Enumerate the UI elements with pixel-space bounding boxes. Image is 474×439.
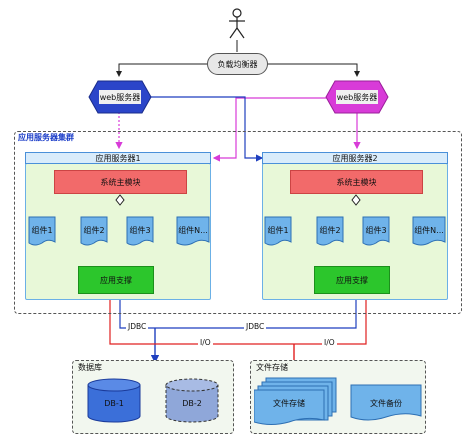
file-storage-primary-label: 文件存储 [273,398,305,408]
app-server-1-support: 应用支撑 [78,266,154,294]
document-shape [362,216,390,246]
database-cylinder-icon [87,378,141,423]
app-server-2-header: 应用服务器2 [262,152,448,164]
file-backup-icon [350,384,422,421]
db-1-label: DB-1 [104,398,124,408]
document-shape [316,216,344,246]
app-server-2-component-3: 组件3 [365,225,387,235]
web-server-left-shape [88,80,152,114]
app-server-1-main-module: 系统主模块 [54,170,187,194]
document-shape [176,216,210,246]
io-label-right: I/O [322,338,337,347]
document-shape [80,216,108,246]
user-actor-icon [229,8,245,39]
app-server-2-main-module: 系统主模块 [290,170,423,194]
app-server-2-component-n: 组件N... [414,225,444,235]
app-server-1-component-1: 组件1 [31,225,53,235]
document-shape [126,216,154,246]
db-2-label: DB-2 [182,398,202,408]
database-title: 数据库 [78,363,102,372]
document-shape [412,216,446,246]
diamond-connector-icon [115,194,125,206]
cluster-title: 应用服务器集群 [18,133,74,142]
web-server-right-shape [325,80,389,114]
jdbc-label-left: JDBC [126,322,149,331]
app-server-1-header: 应用服务器1 [25,152,211,164]
jdbc-label-right: JDBC [244,322,267,331]
web-server-right-label: web服务器 [336,92,378,102]
document-shape [264,216,292,246]
document-shape [28,216,56,246]
web-server-left-label: web服务器 [99,92,141,102]
io-label-left: I/O [198,338,213,347]
app-server-cluster [14,131,462,314]
file-stack-icon [254,377,337,425]
app-server-2-component-2: 组件2 [319,225,341,235]
database-cylinder-icon [165,378,219,423]
diamond-connector-icon [351,194,361,206]
app-server-1-component-n: 组件N... [178,225,208,235]
file-storage-title: 文件存储 [256,363,288,372]
load-balancer: 负载均衡器 [207,53,268,75]
app-server-2-support: 应用支撑 [314,266,390,294]
app-server-1-component-2: 组件2 [83,225,105,235]
app-server-2-component-1: 组件1 [267,225,289,235]
app-server-1-component-3: 组件3 [129,225,151,235]
file-backup-label: 文件备份 [370,398,402,408]
